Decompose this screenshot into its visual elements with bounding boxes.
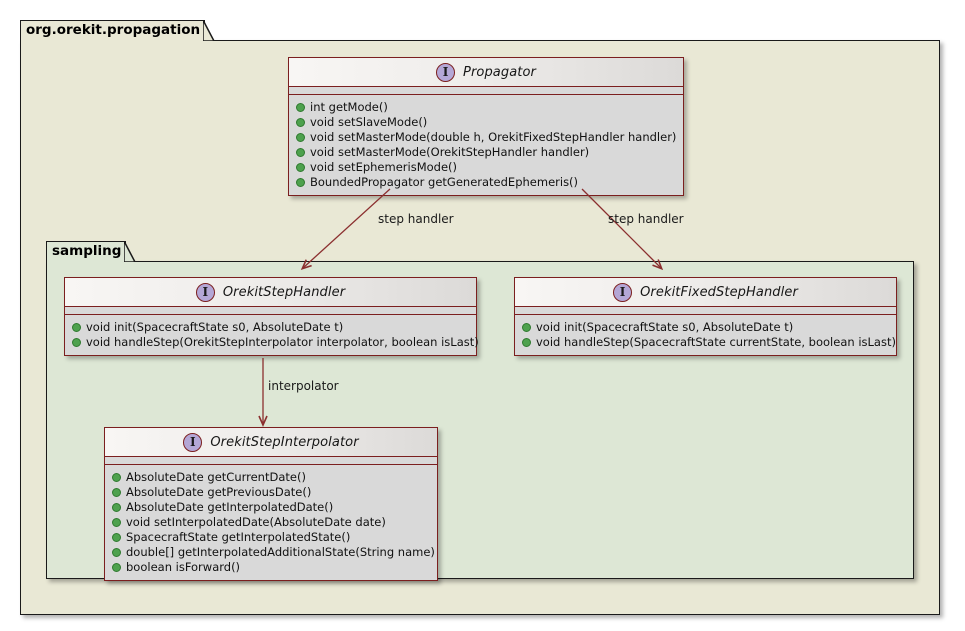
method-signature: AbsoluteDate getCurrentDate() [126, 470, 306, 484]
class-attributes-orekit-step-interpolator [105, 457, 437, 465]
edge-label-step-handler-right: step handler [608, 212, 684, 226]
interface-icon: I [183, 432, 203, 452]
public-visibility-icon [296, 148, 305, 157]
public-visibility-icon [112, 533, 121, 542]
method-signature: int getMode() [310, 100, 388, 114]
class-title-orekit-step-interpolator: OrekitStepInterpolator [210, 434, 359, 450]
edge-label-interpolator: interpolator [268, 379, 339, 393]
public-visibility-icon [112, 563, 121, 572]
method-signature: void setInterpolatedDate(AbsoluteDate da… [126, 515, 386, 529]
class-propagator[interactable]: I Propagator int getMode() void setSlave… [288, 57, 684, 196]
method-row: SpacecraftState getInterpolatedState() [105, 530, 437, 545]
public-visibility-icon [296, 178, 305, 187]
method-row: void init(SpacecraftState s0, AbsoluteDa… [65, 320, 476, 335]
package-tab-outer: org.orekit.propagation [20, 19, 215, 41]
class-header-orekit-fixed-step-handler: I OrekitFixedStepHandler [515, 278, 896, 307]
interface-icon: I [195, 282, 215, 302]
method-signature: void setMasterMode(double h, OrekitFixed… [310, 130, 677, 144]
class-attributes-orekit-step-handler [65, 307, 476, 315]
method-row: void handleStep(OrekitStepInterpolator i… [65, 335, 479, 350]
method-row: void setMasterMode(OrekitStepHandler han… [289, 145, 683, 160]
method-row: void handleStep(SpacecraftState currentS… [515, 335, 896, 350]
method-row: AbsoluteDate getPreviousDate() [105, 485, 437, 500]
public-visibility-icon [296, 118, 305, 127]
method-signature: void init(SpacecraftState s0, AbsoluteDa… [86, 320, 344, 334]
public-visibility-icon [522, 338, 531, 347]
class-orekit-step-handler[interactable]: I OrekitStepHandler void init(Spacecraft… [64, 277, 479, 356]
method-signature: AbsoluteDate getInterpolatedDate() [126, 500, 334, 514]
method-signature: void handleStep(OrekitStepInterpolator i… [86, 335, 479, 349]
public-visibility-icon [72, 338, 81, 347]
public-visibility-icon [112, 518, 121, 527]
public-visibility-icon [296, 133, 305, 142]
interface-icon: I [613, 282, 633, 302]
public-visibility-icon [296, 103, 305, 112]
method-row: AbsoluteDate getInterpolatedDate() [105, 500, 437, 515]
method-row: AbsoluteDate getCurrentDate() [105, 470, 437, 485]
class-header-orekit-step-interpolator: I OrekitStepInterpolator [105, 428, 437, 457]
class-methods-orekit-fixed-step-handler: void init(SpacecraftState s0, AbsoluteDa… [515, 315, 896, 355]
class-orekit-step-interpolator[interactable]: I OrekitStepInterpolator AbsoluteDate ge… [104, 427, 438, 581]
method-row: BoundedPropagator getGeneratedEphemeris(… [289, 175, 683, 190]
public-visibility-icon [112, 548, 121, 557]
method-signature: void setEphemerisMode() [310, 160, 457, 174]
edge-label-text: step handler [378, 212, 454, 226]
package-tab-inner: sampling [46, 240, 137, 262]
class-methods-orekit-step-interpolator: AbsoluteDate getCurrentDate() AbsoluteDa… [105, 465, 437, 580]
class-title-orekit-fixed-step-handler: OrekitFixedStepHandler [640, 284, 798, 300]
method-signature: SpacecraftState getInterpolatedState() [126, 530, 351, 544]
class-methods-propagator: int getMode() void setSlaveMode() void s… [289, 95, 683, 195]
method-signature: void setMasterMode(OrekitStepHandler han… [310, 145, 590, 159]
interface-icon: I [436, 62, 455, 82]
public-visibility-icon [112, 503, 121, 512]
edge-label-step-handler-left: step handler [378, 212, 454, 226]
method-signature: boolean isForward() [126, 560, 241, 574]
method-row: void setInterpolatedDate(AbsoluteDate da… [105, 515, 437, 530]
public-visibility-icon [296, 163, 305, 172]
package-label-outer: org.orekit.propagation [26, 22, 201, 38]
method-signature: BoundedPropagator getGeneratedEphemeris(… [310, 175, 579, 189]
public-visibility-icon [72, 323, 81, 332]
method-signature: void handleStep(SpacecraftState currentS… [536, 335, 896, 349]
package-label-inner: sampling [52, 243, 122, 259]
public-visibility-icon [112, 488, 121, 497]
method-row: void setMasterMode(double h, OrekitFixed… [289, 130, 683, 145]
method-signature: double[] getInterpolatedAdditionalState(… [126, 545, 435, 559]
public-visibility-icon [112, 473, 121, 482]
class-orekit-fixed-step-handler[interactable]: I OrekitFixedStepHandler void init(Space… [514, 277, 897, 356]
method-row: void setSlaveMode() [289, 115, 683, 130]
public-visibility-icon [522, 323, 531, 332]
edge-label-text: step handler [608, 212, 684, 226]
edge-label-text: interpolator [268, 379, 339, 393]
method-signature: void setSlaveMode() [310, 115, 428, 129]
package-tab-skew-outer [203, 19, 215, 41]
method-row: double[] getInterpolatedAdditionalState(… [105, 545, 437, 560]
method-row: boolean isForward() [105, 560, 437, 575]
package-tab-skew-inner [124, 240, 137, 262]
class-title-propagator: Propagator [463, 64, 536, 80]
class-attributes-propagator [289, 87, 683, 95]
class-header-orekit-step-handler: I OrekitStepHandler [65, 278, 476, 307]
method-signature: void init(SpacecraftState s0, AbsoluteDa… [536, 320, 794, 334]
method-row: int getMode() [289, 100, 683, 115]
method-signature: AbsoluteDate getPreviousDate() [126, 485, 312, 499]
class-header-propagator: I Propagator [289, 58, 683, 87]
class-title-orekit-step-handler: OrekitStepHandler [222, 284, 346, 300]
class-methods-orekit-step-handler: void init(SpacecraftState s0, AbsoluteDa… [65, 315, 479, 355]
class-attributes-orekit-fixed-step-handler [515, 307, 896, 315]
method-row: void init(SpacecraftState s0, AbsoluteDa… [515, 320, 896, 335]
method-row: void setEphemerisMode() [289, 160, 683, 175]
